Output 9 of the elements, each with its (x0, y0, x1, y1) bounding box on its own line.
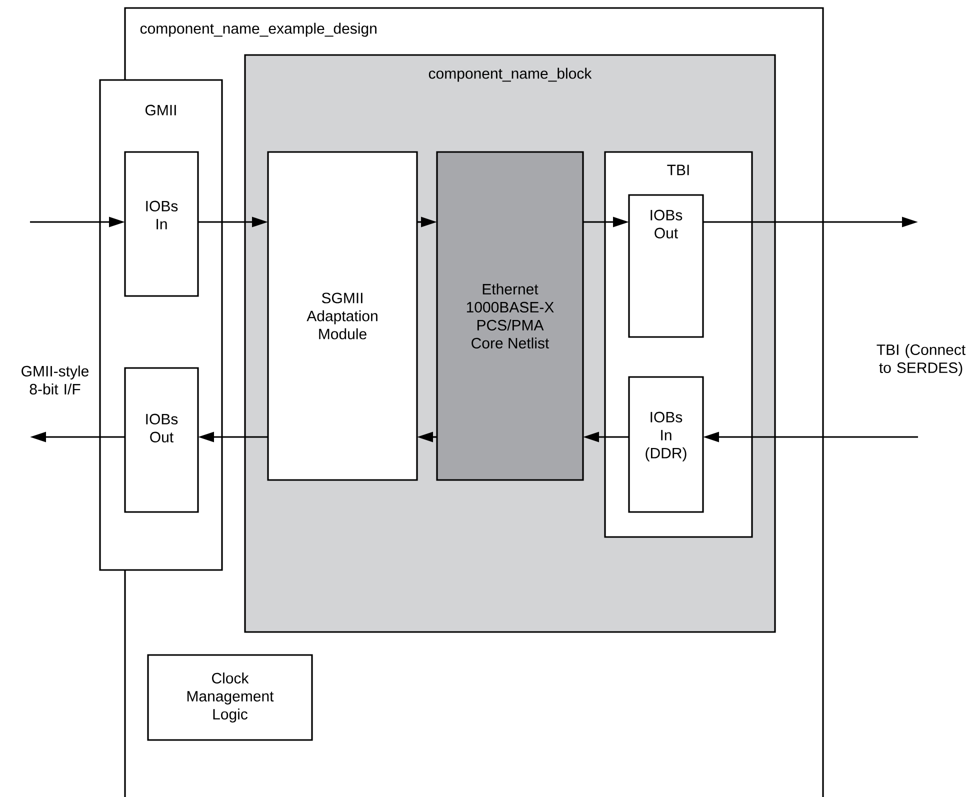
io-box: IOBs Out (124, 367, 199, 513)
module-box: SGMII Adaptation Module (267, 151, 418, 481)
side-label: GMII-style 8-bit I/F (22, 366, 88, 394)
io-box: IOBs In (124, 151, 199, 297)
logic-box: Clock Management Logic (147, 654, 313, 741)
io-box: IOBs Out (628, 194, 704, 338)
io-box: IOBs In (DDR) (628, 376, 704, 513)
core-box: Ethernet 1000BASE-X PCS/PMA Core Netlist (436, 151, 584, 481)
side-label: TBI (Connect to SERDES) (876, 344, 966, 376)
